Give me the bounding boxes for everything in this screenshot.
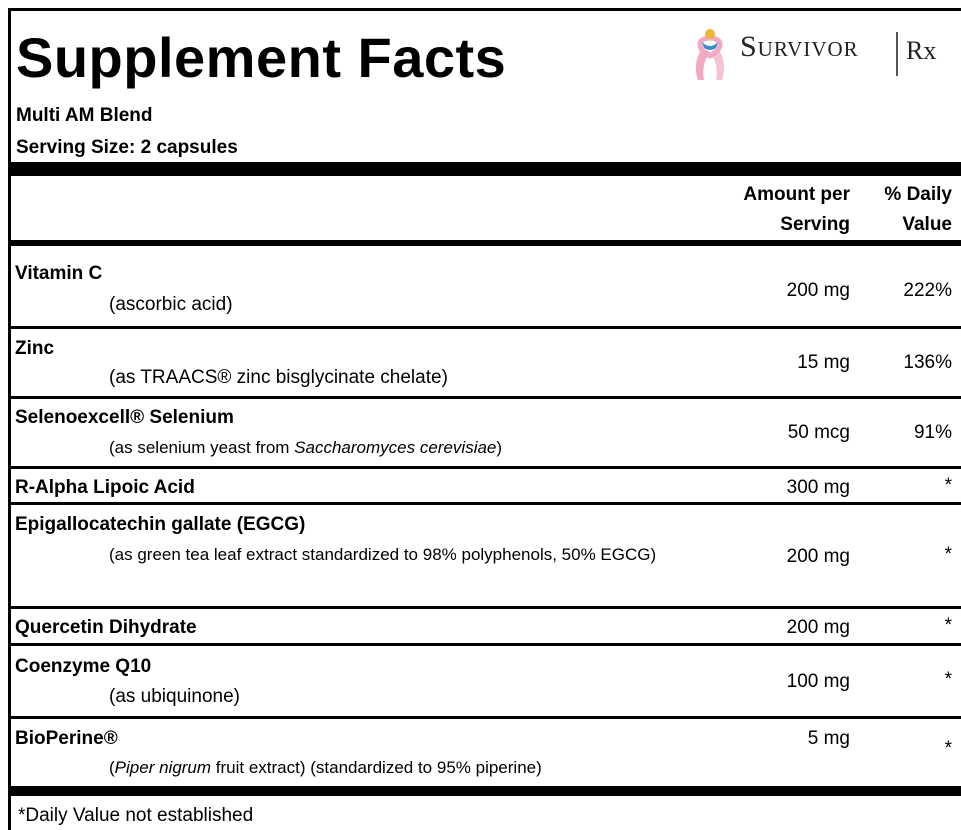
nutrient-description: (as ubiquinone) (109, 686, 240, 707)
column-header-amount: Amount per Serving (743, 184, 850, 235)
table-row: Quercetin Dihydrate 200 mg * (11, 609, 961, 645)
nutrient-description: (as selenium yeast from Saccharomyces ce… (109, 438, 503, 457)
nutrient-name: R-Alpha Lipoic Acid (15, 477, 195, 498)
column-header-divider (11, 240, 961, 246)
nutrient-daily-value: * (944, 544, 952, 565)
table-row: Epigallocatechin gallate (EGCG) (as gree… (11, 505, 961, 608)
table-row: R-Alpha Lipoic Acid 300 mg * (11, 469, 961, 504)
nutrient-amount: 300 mg (786, 477, 850, 498)
nutrient-description: (Piper nigrum fruit extract) (standardiz… (109, 758, 542, 777)
row-divider (11, 606, 961, 609)
nutrient-name: Zinc (15, 338, 55, 359)
nutrient-name: Coenzyme Q10 (15, 656, 152, 677)
nutrient-daily-value: * (944, 615, 952, 636)
nutrient-amount: 50 mcg (787, 422, 850, 443)
table-row: Selenoexcell® Selenium (as selenium yeas… (11, 399, 961, 468)
table-row: Vitamin C (ascorbic acid) 200 mg 222% (11, 246, 961, 328)
nutrient-daily-value: 136% (903, 352, 952, 373)
nutrient-amount: 100 mg (786, 671, 850, 692)
logo-divider (896, 32, 898, 76)
nutrient-description: (as TRAACS® zinc bisglycinate chelate) (109, 367, 448, 388)
row-divider (11, 326, 961, 329)
nutrient-description: (as green tea leaf extract standardized … (109, 545, 657, 564)
nutrient-daily-value: 222% (903, 280, 952, 301)
table-row: Zinc (as TRAACS® zinc bisglycinate chela… (11, 329, 961, 399)
nutrient-daily-value: * (944, 738, 952, 759)
logo-wordmark: Survivor (740, 30, 859, 63)
column-header-daily-value: % Daily Value (884, 184, 952, 235)
nutrient-daily-value: * (944, 669, 952, 690)
footnote: *Daily Value not established (18, 805, 254, 826)
nutrient-name: Vitamin C (15, 263, 103, 284)
footer-divider-thick (11, 786, 961, 796)
table-row: BioPerine® (Piper nigrum fruit extract) … (11, 719, 961, 786)
row-divider (11, 466, 961, 469)
nutrient-amount: 5 mg (807, 728, 850, 749)
nutrient-daily-value: 91% (913, 422, 952, 443)
row-divider (11, 396, 961, 399)
nutrient-amount: 200 mg (786, 280, 850, 301)
nutrient-daily-value: * (944, 475, 952, 496)
nutrient-description: (ascorbic acid) (109, 294, 233, 315)
logo-rx: Rx (906, 36, 937, 65)
nutrient-amount: 15 mg (797, 352, 850, 373)
row-divider (11, 643, 961, 646)
product-name: Multi AM Blend (16, 105, 153, 126)
nutrient-amount: 200 mg (786, 546, 850, 567)
serving-size: Serving Size: 2 capsules (16, 137, 238, 158)
table-row: Coenzyme Q10 (as ubiquinone) 100 mg * (11, 646, 961, 718)
row-divider (11, 502, 961, 505)
ribbon-person-icon (695, 29, 725, 80)
nutrient-amount: 200 mg (786, 617, 850, 638)
brand-logo: Survivor Rx (688, 28, 960, 84)
header-divider-thick (11, 162, 961, 176)
row-divider (11, 716, 961, 719)
nutrient-name: Selenoexcell® Selenium (15, 407, 234, 428)
nutrient-name: BioPerine® (15, 728, 118, 749)
nutrient-name: Epigallocatechin gallate (EGCG) (15, 514, 306, 535)
supplement-facts-panel (8, 8, 961, 830)
nutrient-name: Quercetin Dihydrate (15, 617, 197, 638)
page-title: Supplement Facts (16, 26, 507, 89)
